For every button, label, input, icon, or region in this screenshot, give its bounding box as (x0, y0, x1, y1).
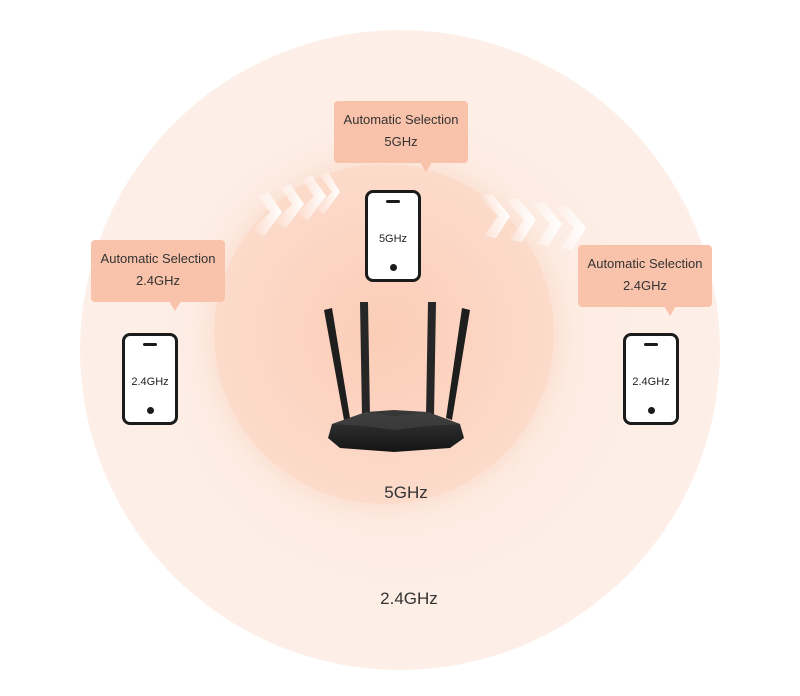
phone-speaker (386, 200, 400, 203)
phone-band-label: 2.4GHz (632, 376, 670, 388)
bubble-band: 2.4GHz (135, 273, 181, 288)
outer-zone-label: 2.4GHz (380, 589, 438, 608)
router-icon (324, 302, 470, 452)
inner-zone-label: 5GHz (384, 483, 428, 502)
selection-bubble-top: Automatic Selection 5GHz (334, 101, 468, 172)
selection-bubble-left: Automatic Selection 2.4GHz (91, 240, 225, 311)
bubble-title: Automatic Selection (100, 251, 216, 266)
phone-left: 2.4GHz (122, 333, 178, 425)
phone-top: 5GHz (365, 190, 421, 282)
phone-speaker (644, 343, 658, 346)
phone-home-button (389, 264, 397, 271)
bubble-band: 5GHz (384, 134, 418, 149)
phone-band-label: 2.4GHz (131, 376, 169, 388)
chevron-group-right (480, 194, 586, 250)
phone-right: 2.4GHz (623, 333, 679, 425)
bubble-title: Automatic Selection (343, 112, 459, 127)
phone-home-button (647, 407, 655, 414)
bubble-band: 2.4GHz (622, 278, 668, 293)
roaming-arrows-left (252, 172, 340, 236)
phone-speaker (143, 343, 157, 346)
phone-band-label: 5GHz (378, 233, 408, 245)
roaming-arrows-right (480, 194, 586, 250)
chevron-group-left (252, 172, 340, 236)
phone-home-button (146, 407, 154, 414)
selection-bubble-right: Automatic Selection 2.4GHz (578, 245, 712, 316)
bubble-title: Automatic Selection (587, 256, 703, 271)
